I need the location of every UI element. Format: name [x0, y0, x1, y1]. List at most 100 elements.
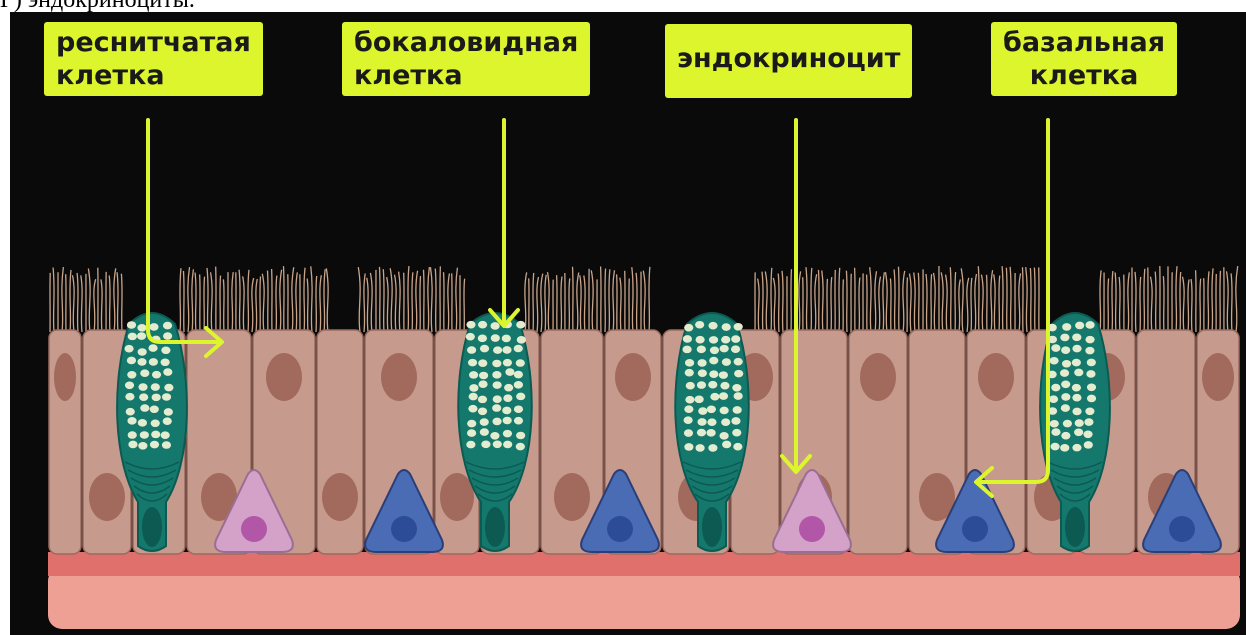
mucin-granule: [478, 335, 487, 343]
cilium: [903, 271, 905, 332]
mucin-granule: [708, 381, 717, 389]
mucin-granule: [164, 384, 173, 392]
mucin-granule: [731, 417, 740, 425]
mucin-granule: [162, 441, 171, 449]
mucin-granule: [516, 443, 525, 451]
cilium: [987, 275, 988, 332]
mucin-granule: [466, 441, 475, 449]
mucin-granule: [503, 394, 512, 402]
mucin-granule: [1085, 336, 1094, 344]
cilium: [758, 279, 760, 332]
cilium: [180, 268, 181, 332]
mucin-granule: [517, 336, 526, 344]
mucin-granule: [1072, 345, 1081, 353]
cilium: [195, 273, 196, 332]
cilium: [399, 272, 401, 332]
mucin-granule: [707, 405, 716, 413]
mucin-granule: [480, 345, 489, 353]
mucin-granule: [1062, 360, 1071, 368]
mucin-granule: [685, 369, 694, 377]
mucin-granule: [138, 383, 147, 391]
mucin-granule: [493, 346, 502, 354]
mucin-granule: [1087, 383, 1096, 391]
cilium: [280, 270, 282, 332]
mucin-granule: [1072, 408, 1081, 416]
cilium: [580, 275, 581, 332]
cilium: [420, 276, 421, 332]
cilium: [320, 275, 321, 332]
cilium: [569, 278, 570, 332]
mucin-granule: [150, 441, 159, 449]
mucin-granule: [503, 441, 512, 449]
cilium: [239, 270, 240, 332]
mucin-granule: [127, 371, 136, 379]
mucin-granule: [137, 332, 146, 340]
cilium: [223, 279, 224, 332]
mucin-granule: [719, 392, 728, 400]
mucin-granule: [491, 334, 500, 342]
mucin-granule: [516, 359, 525, 367]
cilium: [456, 268, 458, 332]
mucin-granule: [697, 381, 706, 389]
cilium: [1100, 270, 1101, 332]
mucin-granule: [709, 336, 718, 344]
cilium: [183, 271, 184, 332]
mucin-granule: [514, 381, 523, 389]
label-ciliated-line1: реснитчатая: [56, 26, 251, 59]
mucin-granule: [722, 441, 731, 449]
mucin-granule: [1085, 321, 1094, 329]
mucin-granule: [719, 371, 728, 379]
mucin-granule: [137, 324, 146, 332]
cilium: [782, 271, 783, 332]
mucin-granule: [126, 408, 135, 416]
cilium: [412, 272, 413, 332]
cilium: [831, 277, 832, 332]
cilium: [914, 272, 915, 332]
mucin-granule: [686, 382, 695, 390]
mucin-granule: [1085, 347, 1094, 355]
mucin-granule: [708, 444, 717, 452]
cilium: [994, 274, 995, 332]
cilium: [358, 267, 360, 332]
cilium: [591, 270, 593, 332]
cilium: [1034, 268, 1035, 332]
label-basal-cell: базальная клетка: [991, 22, 1177, 96]
mucin-granule: [698, 407, 707, 415]
cilium: [875, 271, 877, 332]
mucin-granule: [731, 335, 740, 343]
cilium: [243, 276, 244, 332]
cilium: [1188, 280, 1189, 332]
cilium: [267, 271, 268, 332]
cilium: [537, 277, 539, 332]
label-goblet-line2: клетка: [354, 59, 578, 92]
mucin-granule: [138, 419, 147, 427]
cilium: [364, 274, 365, 332]
cilium: [1176, 266, 1177, 332]
mucin-granule: [503, 430, 512, 438]
cilium: [1128, 272, 1129, 332]
goblet-nucleus: [1065, 507, 1085, 547]
basal-nucleus: [607, 516, 633, 542]
cilium: [934, 273, 936, 332]
mucin-granule: [493, 440, 502, 448]
cilium: [533, 273, 534, 332]
mucin-granule: [1075, 322, 1084, 330]
cilium: [1140, 277, 1141, 332]
basal-nucleus: [962, 516, 988, 542]
cilium: [1200, 279, 1201, 332]
cilium: [1183, 277, 1185, 332]
cilium: [256, 279, 257, 332]
mucin-granule: [719, 432, 728, 440]
cilium: [1006, 268, 1007, 332]
mucin-granule: [516, 321, 525, 329]
cilium: [822, 270, 823, 332]
cilium: [771, 268, 772, 332]
mucin-granule: [161, 346, 170, 354]
mucin-granule: [732, 429, 741, 437]
mucin-granule: [162, 393, 171, 401]
mucin-granule: [469, 393, 478, 401]
mucin-granule: [1060, 444, 1069, 452]
mucin-granule: [1049, 395, 1058, 403]
mucin-granule: [491, 322, 500, 330]
mucin-granule: [514, 345, 523, 353]
